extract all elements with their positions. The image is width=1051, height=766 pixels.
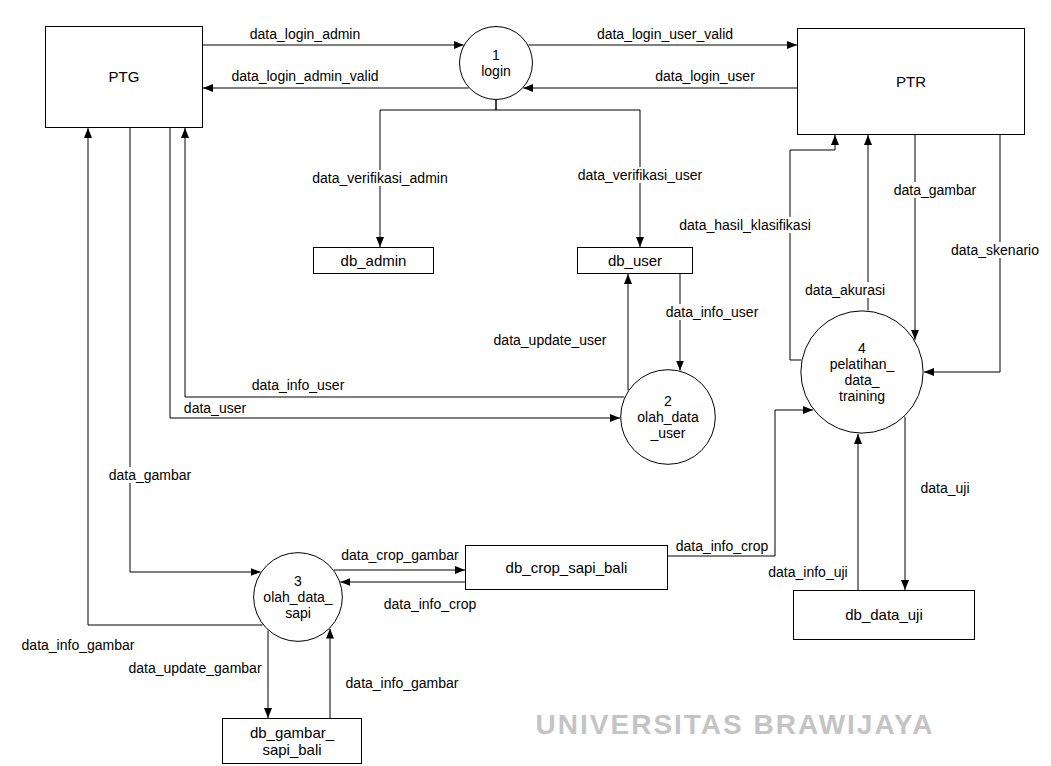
flow-label: data_akurasi <box>803 282 887 298</box>
flow-label: data_verifikasi_admin <box>310 170 449 186</box>
process-number: 2 <box>664 393 672 409</box>
node-label: pelatihan_ data_ training <box>821 356 903 404</box>
external-entity: PTR <box>797 28 1025 135</box>
data-flow <box>528 45 797 46</box>
flow-label: data_user <box>182 400 248 416</box>
data-flow <box>170 128 620 418</box>
node-label: db_crop_sapi_bali <box>506 559 628 576</box>
flow-label: data_info_gambar <box>20 637 137 653</box>
flow-label: data_update_user <box>492 332 609 348</box>
flow-label: data_gambar <box>892 182 979 198</box>
data-flow <box>330 629 331 718</box>
process-number: 3 <box>294 573 302 589</box>
flow-label: data_info_user <box>664 304 761 320</box>
process-circle: 4pelatihan_ data_ training <box>800 310 924 434</box>
data-flow <box>268 631 269 719</box>
flow-label: data_info_crop <box>674 538 771 554</box>
data-flow <box>858 434 859 590</box>
data-store: db_user <box>577 247 693 274</box>
data-store: db_crop_sapi_bali <box>465 545 668 590</box>
node-label: olah_data _user <box>627 409 709 441</box>
node-label: login <box>481 63 511 79</box>
data-flow <box>628 274 629 391</box>
flow-label: data_login_admin <box>248 26 363 42</box>
flow-label: data_info_crop <box>382 596 479 612</box>
node-label: db_data_uji <box>845 606 923 623</box>
data-flow <box>88 128 263 625</box>
data-flow <box>334 570 465 571</box>
process-number: 4 <box>858 340 866 356</box>
data-flow <box>130 128 261 572</box>
node-label: db_admin <box>341 252 407 269</box>
node-label: db_gambar_ sapi_bali <box>242 724 342 759</box>
process-circle: 3olah_data_ sapi <box>253 552 343 642</box>
data-flow <box>185 128 624 397</box>
flow-label: data_crop_gambar <box>339 547 461 563</box>
flow-label: data_verifikasi_user <box>576 167 705 183</box>
flow-label: data_hasil_klasifikasi <box>677 217 813 233</box>
node-label: olah_data_ sapi <box>260 589 336 621</box>
flow-label: data_update_gambar <box>126 660 263 676</box>
flow-label: data_info_user <box>250 377 347 393</box>
data-store: db_admin <box>313 247 434 274</box>
data-flow <box>203 45 464 46</box>
external-entity: PTG <box>45 26 203 128</box>
process-circle: 1login <box>459 26 533 100</box>
data-store: db_data_uji <box>793 590 975 640</box>
node-label: PTG <box>109 68 140 85</box>
process-number: 1 <box>492 47 500 63</box>
data-flow <box>523 88 797 89</box>
flow-label: data_uji <box>918 480 971 496</box>
node-label: db_user <box>608 252 662 269</box>
flow-label: data_login_user_valid <box>595 26 735 42</box>
flow-label: data_login_user <box>653 68 757 84</box>
watermark: UNIVERSITAS BRAWIJAYA <box>536 709 935 741</box>
data-flow <box>915 135 916 340</box>
flow-label: data_gambar <box>107 467 194 483</box>
flow-label: data_skenario <box>949 242 1041 258</box>
flow-label: data_login_admin_valid <box>229 68 380 84</box>
flow-label: data_info_uji <box>766 564 849 580</box>
process-circle: 2olah_data _user <box>620 369 716 465</box>
data-store: db_gambar_ sapi_bali <box>222 718 362 764</box>
flow-label: data_info_gambar <box>344 675 461 691</box>
data-flow <box>905 417 906 590</box>
data-flow <box>340 582 465 583</box>
node-label: PTR <box>896 73 926 90</box>
data-flow <box>680 274 681 371</box>
data-flow <box>203 88 469 89</box>
